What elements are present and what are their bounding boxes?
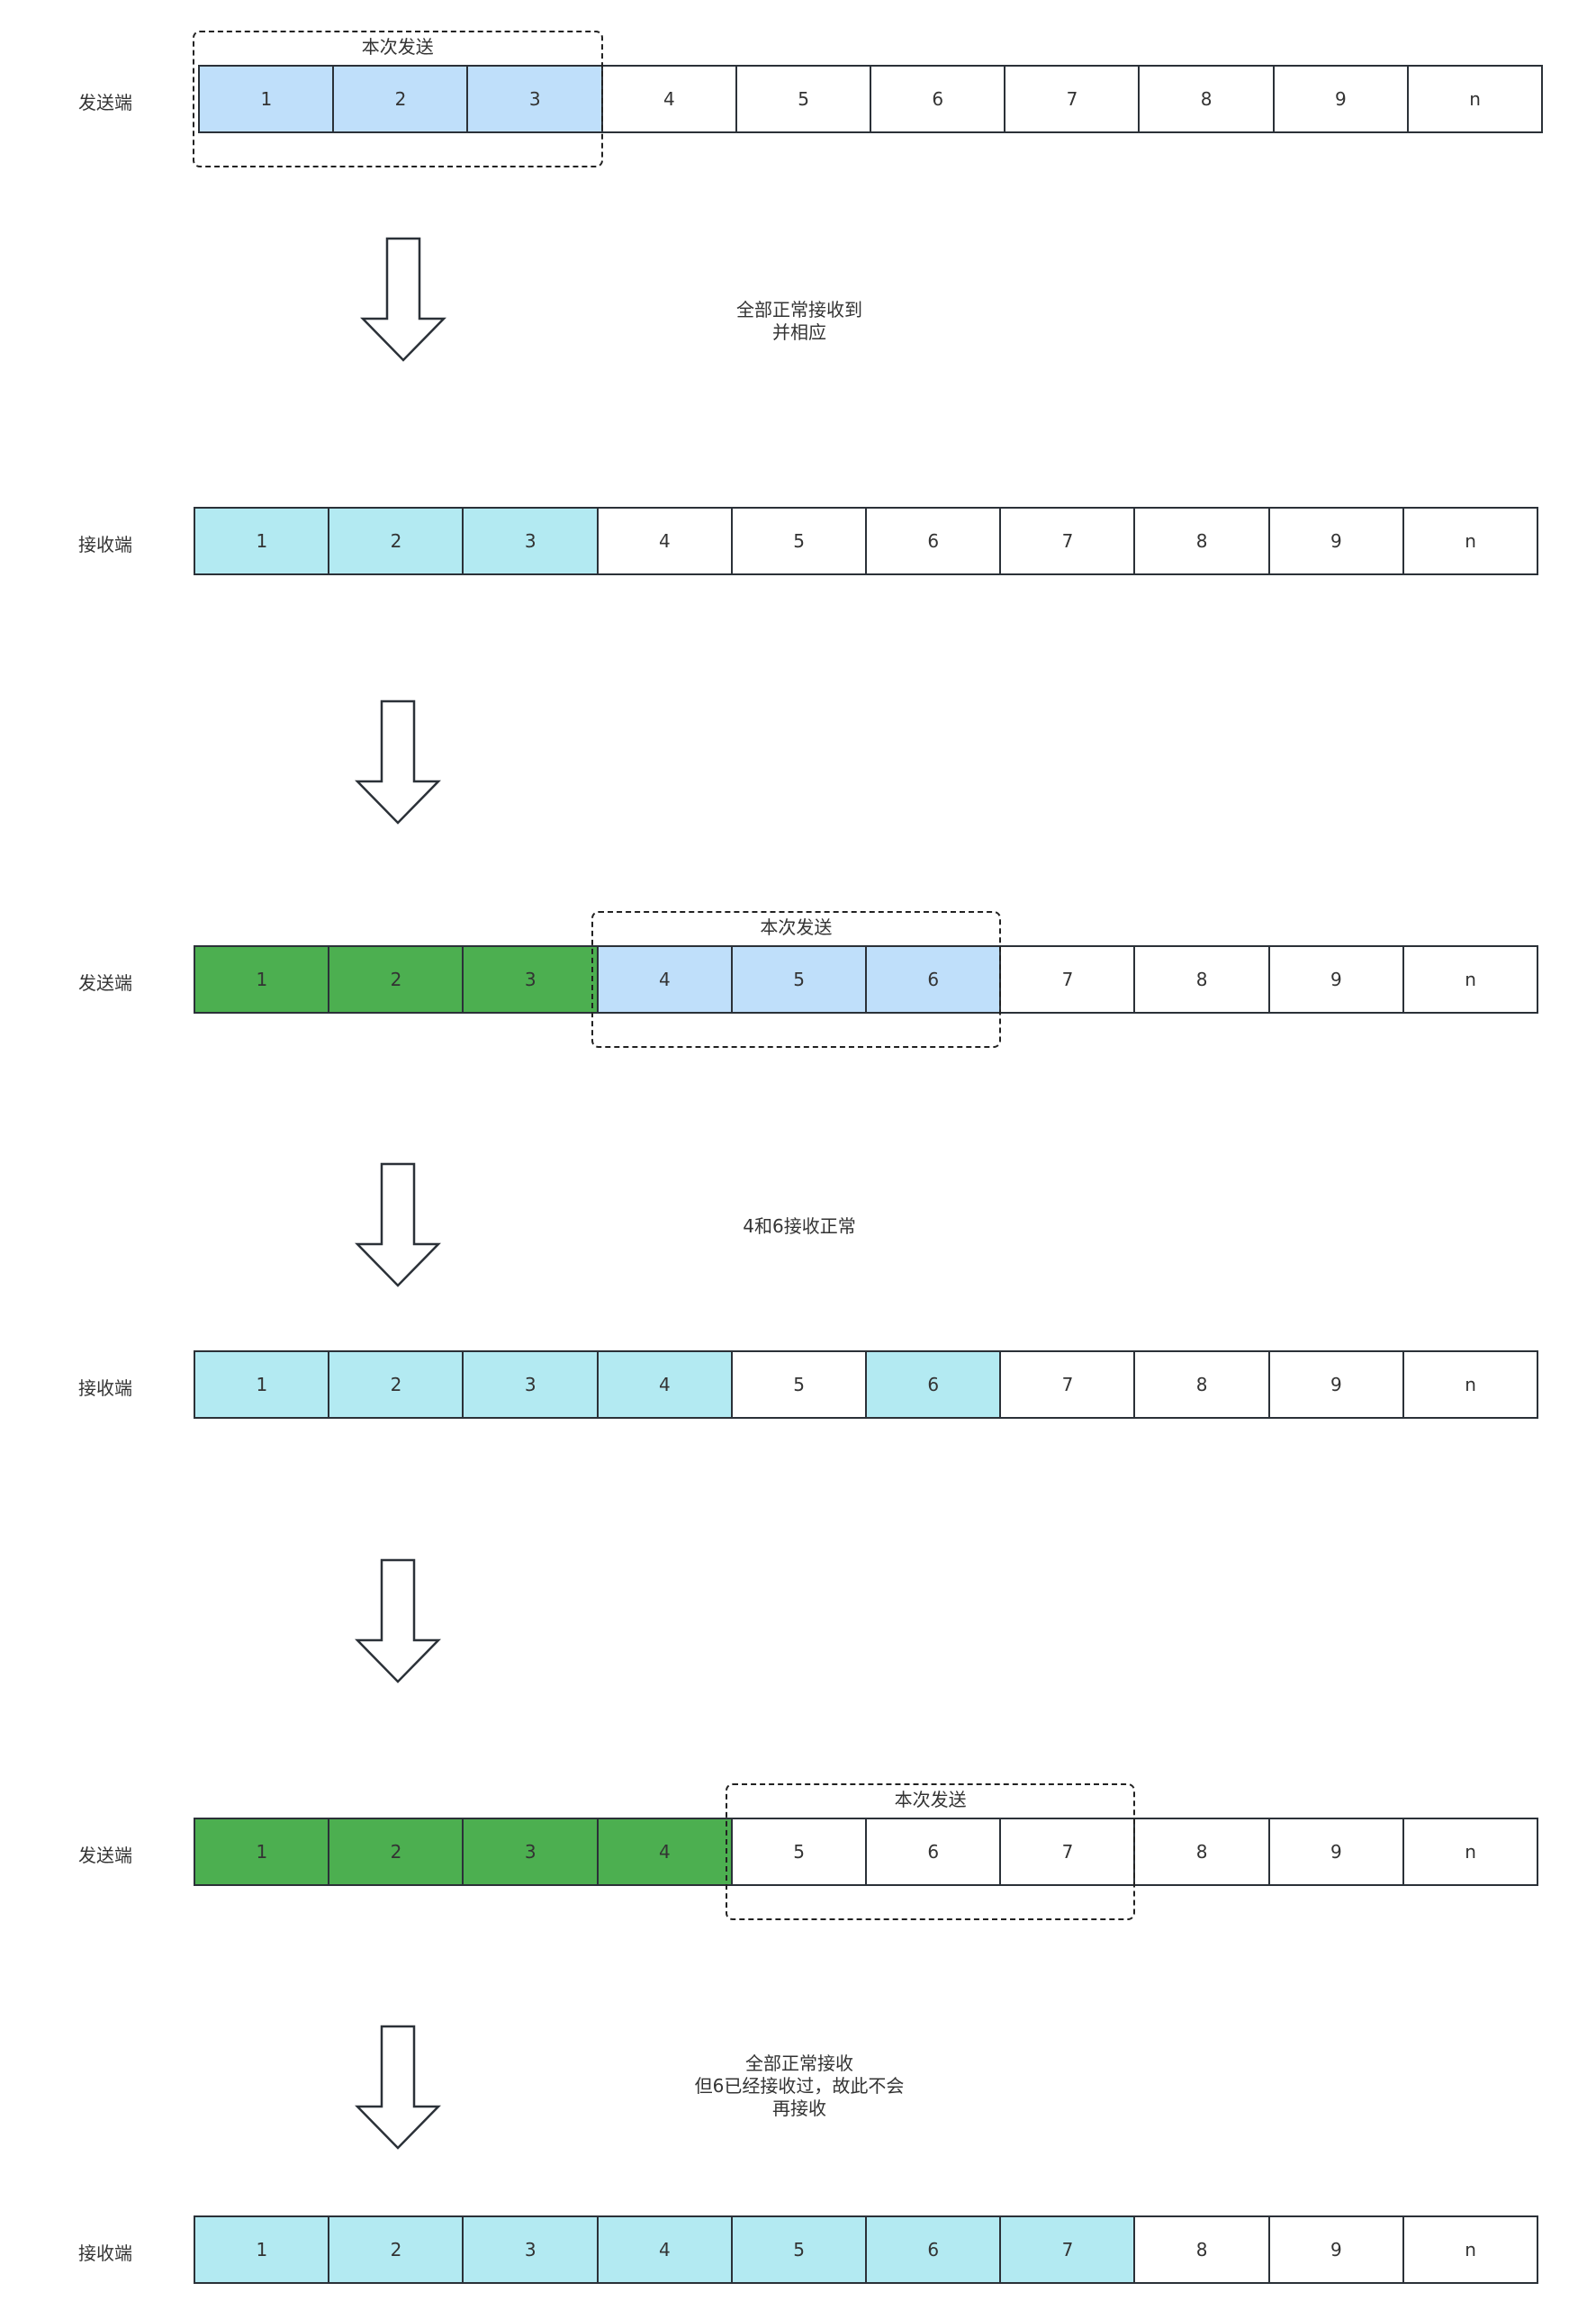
sequence-cell-3: 3 [462, 945, 600, 1014]
sequence-cell-1: 1 [194, 507, 330, 575]
sequence-cell-6: 6 [864, 507, 1002, 575]
sequence-cell-1: 1 [194, 1818, 330, 1886]
sequence-cell-8: 8 [1133, 945, 1270, 1014]
sequence-cell-3: 3 [462, 2215, 600, 2284]
sequence-cell-5: 5 [735, 65, 872, 133]
sequence-cell-6: 6 [864, 1350, 1002, 1419]
sequence-cell-5: 5 [730, 1818, 868, 1886]
sequence-cell-6: 6 [864, 2215, 1002, 2284]
sequence-cell-8: 8 [1133, 1350, 1270, 1419]
sequence-cell-9: 9 [1267, 507, 1405, 575]
sequence-cell-n: n [1402, 1350, 1539, 1419]
sequence-cell-9: 9 [1267, 1818, 1405, 1886]
send-window-label: 本次发送 [894, 1789, 967, 1810]
down-arrow-icon [355, 2025, 441, 2150]
receiver-label: 接收端 [78, 1377, 132, 1399]
sequence-cell-n: n [1406, 65, 1544, 133]
send-window-label: 本次发送 [361, 36, 434, 58]
sequence-cell-4: 4 [596, 507, 734, 575]
send-window-box [591, 911, 1002, 1048]
sequence-cell-7: 7 [999, 1818, 1136, 1886]
sequence-cell-4: 4 [596, 1818, 734, 1886]
sequence-cell-2: 2 [328, 945, 464, 1014]
sequence-cell-3: 3 [462, 1818, 600, 1886]
sequence-cell-7: 7 [999, 507, 1136, 575]
sequence-cell-2: 2 [328, 2215, 464, 2284]
sequence-cell-6: 6 [869, 65, 1006, 133]
sequence-cell-7: 7 [1004, 65, 1141, 133]
receiver-label: 接收端 [78, 534, 132, 555]
down-arrow-icon [355, 1162, 441, 1287]
sequence-cell-5: 5 [730, 507, 868, 575]
send-window-box [725, 1783, 1136, 1920]
sequence-cell-7: 7 [999, 1350, 1136, 1419]
sequence-cell-3: 3 [466, 65, 604, 133]
sequence-cell-2: 2 [328, 507, 464, 575]
sequence-cell-8: 8 [1133, 1818, 1270, 1886]
down-arrow-icon [360, 237, 446, 362]
sequence-cell-6: 6 [864, 945, 1002, 1014]
sequence-cell-4: 4 [596, 1350, 734, 1419]
sequence-cell-6: 6 [864, 1818, 1002, 1886]
receiver-label: 接收端 [78, 2242, 132, 2264]
sequence-cell-1: 1 [194, 2215, 330, 2284]
send-window-box [193, 31, 603, 167]
sender-label: 发送端 [78, 1845, 132, 1866]
sequence-cell-n: n [1402, 945, 1539, 1014]
send-window-label: 本次发送 [760, 916, 833, 938]
sequence-cell-n: n [1402, 1818, 1539, 1886]
sequence-cell-8: 8 [1133, 507, 1270, 575]
sequence-cell-3: 3 [462, 507, 600, 575]
sequence-cell-7: 7 [999, 2215, 1136, 2284]
sequence-cell-n: n [1402, 507, 1539, 575]
sequence-cell-8: 8 [1133, 2215, 1270, 2284]
sender-label: 发送端 [78, 972, 132, 994]
sequence-cell-5: 5 [730, 1350, 868, 1419]
annotation-note: 4和6接收正常 [743, 1215, 856, 1237]
sequence-cell-3: 3 [462, 1350, 600, 1419]
sequence-cell-9: 9 [1267, 2215, 1405, 2284]
sequence-cell-7: 7 [999, 945, 1136, 1014]
sequence-cell-4: 4 [596, 2215, 734, 2284]
annotation-note: 全部正常接收到 并相应 [736, 299, 862, 343]
sequence-cell-n: n [1402, 2215, 1539, 2284]
sequence-cell-9: 9 [1267, 1350, 1405, 1419]
sequence-cell-1: 1 [194, 1350, 330, 1419]
sender-label: 发送端 [78, 92, 132, 113]
annotation-note: 全部正常接收 但6已经接收过，故此不会 再接收 [694, 2053, 905, 2119]
sequence-cell-4: 4 [600, 65, 738, 133]
sequence-cell-1: 1 [194, 945, 330, 1014]
sequence-cell-9: 9 [1272, 65, 1410, 133]
down-arrow-icon [355, 699, 441, 825]
sequence-cell-9: 9 [1267, 945, 1405, 1014]
sequence-cell-4: 4 [596, 945, 734, 1014]
sequence-cell-5: 5 [730, 945, 868, 1014]
sequence-cell-1: 1 [198, 65, 335, 133]
sequence-cell-8: 8 [1138, 65, 1275, 133]
down-arrow-icon [355, 1558, 441, 1683]
sequence-cell-5: 5 [730, 2215, 868, 2284]
sequence-cell-2: 2 [328, 1350, 464, 1419]
sequence-cell-2: 2 [328, 1818, 464, 1886]
